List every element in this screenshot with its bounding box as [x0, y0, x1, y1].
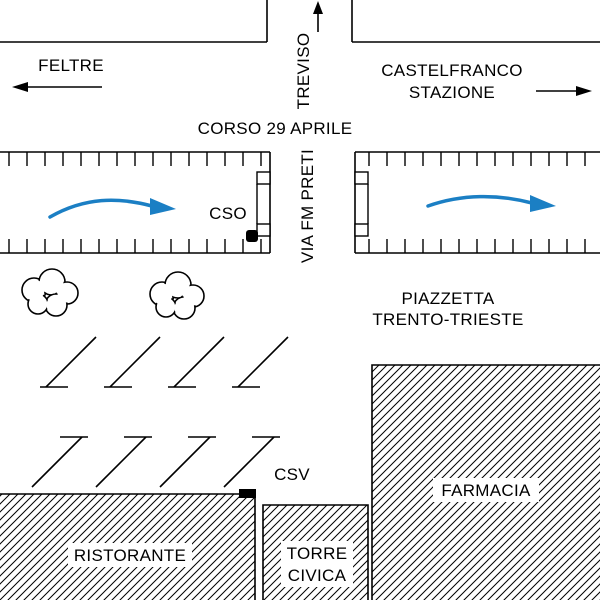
label-farmacia: FARMACIA: [441, 481, 531, 500]
traffic-flow-arrow-right: [426, 194, 534, 208]
tree-symbols: [21, 268, 205, 320]
kerb-ticks-top: [0, 152, 270, 166]
label-piazzetta-line2: TRENTO-TRIESTE: [372, 310, 523, 329]
gate-post: [354, 223, 369, 237]
label-ristorante: RISTORANTE: [74, 546, 186, 565]
gate-post: [354, 171, 369, 185]
direction-castelfranco: CASTELFRANCO STAZIONE: [381, 61, 592, 102]
building-outline: [0, 493, 256, 600]
label-treviso: TREVISO: [294, 33, 313, 110]
building-ristorante: RISTORANTE: [0, 493, 256, 600]
traffic-flow-arrow-left: [48, 198, 154, 219]
label-stazione: STAZIONE: [409, 83, 495, 102]
gate-post: [256, 171, 271, 185]
kerb-ticks-bottom: [355, 239, 600, 253]
building-outline: [371, 364, 600, 600]
label-corso-29-aprile: CORSO 29 APRILE: [198, 119, 353, 138]
label-via-fm-preti: VIA FM PRETI: [298, 149, 317, 263]
left-arrow-icon: [12, 82, 28, 92]
parking-row-upper: [40, 336, 289, 388]
road-treviso: TREVISO: [0, 0, 600, 109]
building-torre-civica: TORRE CIVICA: [262, 504, 369, 600]
cso-marker: [246, 230, 258, 242]
parking-row-lower: [31, 436, 280, 488]
label-box: [68, 543, 192, 567]
tree-icon: [149, 271, 205, 320]
building-outline: [262, 504, 369, 600]
parking-bays: [31, 336, 289, 488]
label-csv: CSV: [274, 465, 310, 484]
traffic-flow-arrowhead-right: [530, 195, 556, 212]
direction-feltre: FELTRE: [12, 56, 104, 92]
tree-icon: [21, 268, 79, 317]
gate-post: [256, 223, 271, 237]
label-cso: CSO: [209, 204, 247, 223]
buildings: RISTORANTE TORRE CIVICA FARMACIA: [0, 364, 600, 600]
kerb-ticks-top: [355, 152, 600, 166]
kerb-ticks-bottom: [0, 239, 270, 253]
label-box: [281, 541, 353, 587]
right-arrow-icon: [576, 86, 592, 96]
label-torre: TORRE: [287, 544, 348, 563]
north-arrow-icon: [313, 1, 323, 14]
label-box: [433, 478, 539, 502]
label-castelfranco: CASTELFRANCO: [381, 61, 523, 80]
building-farmacia: FARMACIA: [371, 364, 600, 600]
label-feltre: FELTRE: [38, 56, 104, 75]
label-piazzetta-line1: PIAZZETTA: [401, 289, 494, 308]
label-piazzetta: PIAZZETTA TRENTO-TRIESTE: [372, 289, 523, 329]
traffic-flow-arrowhead-left: [150, 198, 176, 215]
label-civica: CIVICA: [288, 566, 347, 585]
carriageway-left: CSO: [0, 151, 271, 254]
csv-point: CSV: [239, 465, 310, 498]
carriageway-right: [354, 151, 600, 254]
